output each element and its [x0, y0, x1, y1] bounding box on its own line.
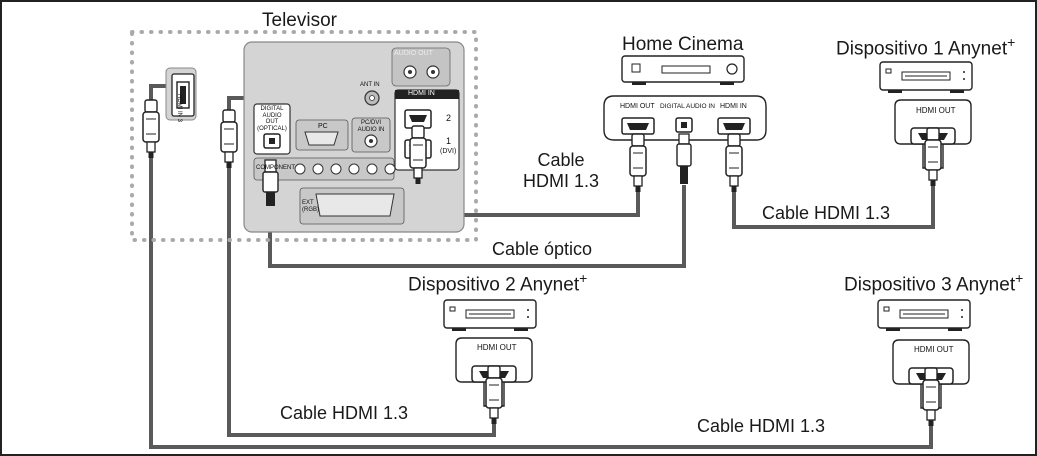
tv-component-label: COMPONENT	[256, 165, 295, 171]
tv-audio-out-label: AUDIO OUT	[394, 50, 433, 57]
device1-port-label: HDMI OUT	[916, 106, 956, 115]
cable-hc-tv-label-line2: HDMI 1.3	[522, 170, 600, 191]
device3-sup: +	[1015, 270, 1024, 286]
hc-hdmi-out-port	[621, 117, 655, 135]
tv-rear-panel	[243, 41, 465, 233]
tv-pc-dvi-audio-in-label: PC/DVI AUDIO IN	[357, 120, 385, 133]
hdmi-plug-tv-hdmi2	[220, 109, 238, 169]
hc-hdmi-out-label: HDMI OUT	[620, 103, 655, 110]
hdmi-plug-device1	[924, 127, 942, 187]
device3-name: Dispositivo 3 Anynet	[844, 274, 1016, 296]
home-cinema-unit	[621, 55, 745, 85]
device1-unit	[879, 61, 973, 94]
hdmi-plug-hc-out	[629, 133, 647, 193]
cable-tv-hdmi3-link	[149, 84, 170, 100]
optical-plug-hc	[676, 133, 692, 184]
cable-hdmi-device2-to-tv	[227, 155, 496, 437]
device1-sup: +	[1007, 34, 1016, 50]
cable-optical-tv-to-home-cinema	[268, 185, 686, 268]
device2-sup: +	[579, 270, 588, 286]
hdmi-plug-hc-in	[725, 133, 743, 193]
tv-hdmi-in-3-label: HDMI IN 3	[176, 94, 182, 123]
device2-name: Dispositivo 2 Anynet	[408, 274, 580, 296]
hc-optical-port	[675, 117, 693, 133]
cable-optical-label: Cable óptico	[492, 239, 593, 259]
device2-unit	[443, 299, 537, 332]
tv-hdmi-in-label: HDMI IN	[408, 90, 435, 97]
device1-name: Dispositivo 1 Anynet	[836, 38, 1008, 60]
device1-title: Dispositivo 1 Anynet+	[836, 34, 1015, 60]
tv-ext-label: EXT (RGB)	[302, 200, 319, 213]
cable-hc-tv-label: Cable HDMI 1.3	[516, 150, 606, 191]
cable-hdmi-device1-to-home-cinema	[732, 184, 935, 229]
cable-device1-label: Cable HDMI 1.3	[762, 203, 891, 223]
tv-digital-audio-out-label: DIGITAL AUDIO OUT (OPTICAL)	[257, 106, 287, 132]
cable-hdmi-device3-to-tv	[149, 156, 933, 449]
cable-device3-label: Cable HDMI 1.3	[697, 416, 826, 436]
tv-hdmi3-side-panel	[165, 67, 197, 121]
hdmi-plug-tv-hdmi3	[142, 99, 160, 159]
optical-plug-tv	[262, 159, 279, 206]
tv-dotted-outline	[130, 30, 478, 242]
device3-port-label: HDMI OUT	[914, 345, 954, 354]
hc-hdmi-in-label: HDMI IN	[720, 103, 747, 110]
hc-hdmi-in-port	[717, 117, 751, 135]
tv-hdmi-port-2-label: 2	[446, 113, 452, 123]
tv-hdmi-port-1-dvi-label: (DVI)	[440, 148, 457, 155]
cable-device2-label: Cable HDMI 1.3	[280, 403, 409, 423]
tv-hdmi-port-1-label: 1	[446, 136, 452, 146]
tv-title: Televisor	[262, 10, 337, 31]
hc-digital-audio-in-label: DIGITAL AUDIO IN	[660, 103, 715, 110]
device2-title: Dispositivo 2 Anynet+	[408, 270, 587, 296]
tv-pc-label: PC	[318, 123, 328, 130]
device2-port-label: HDMI OUT	[477, 343, 517, 352]
device3-unit	[877, 299, 971, 332]
hdmi-plug-device3	[922, 367, 940, 427]
cable-hc-tv-label-line1: Cable	[537, 150, 585, 170]
home-cinema-title: Home Cinema	[622, 34, 744, 55]
hdmi-plug-device2	[485, 365, 503, 425]
tv-ant-in-label: ANT IN	[360, 82, 380, 88]
device3-title: Dispositivo 3 Anynet+	[844, 270, 1023, 296]
